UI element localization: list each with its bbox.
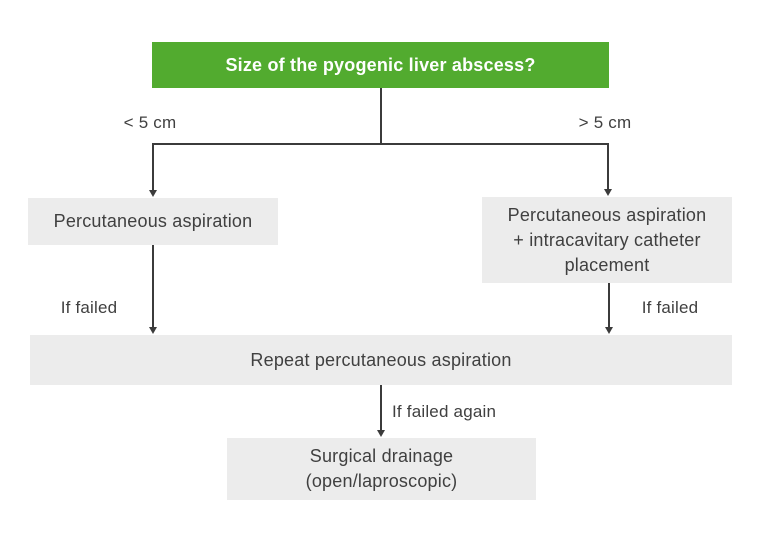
connector-branch-horizontal bbox=[152, 143, 608, 145]
node-repeat-aspiration: Repeat percutaneous aspiration bbox=[30, 335, 732, 385]
node-surgical-drainage: Surgical drainage (open/laproscopic) bbox=[227, 438, 536, 500]
node-percutaneous-aspiration: Percutaneous aspiration bbox=[28, 198, 278, 245]
arrowhead-down-icon bbox=[605, 327, 613, 334]
arrowhead-down-icon bbox=[377, 430, 385, 437]
edge-label-right-fail: If failed bbox=[641, 298, 699, 317]
connector-left-branch bbox=[152, 143, 154, 191]
connector-right-branch bbox=[607, 143, 609, 190]
connector-final-fail bbox=[380, 385, 382, 432]
root-question-label: Size of the pyogenic liver abscess? bbox=[225, 54, 536, 75]
edge-label-final-fail: If failed again bbox=[392, 402, 497, 421]
connector-right-fail bbox=[608, 283, 610, 329]
connector-left-fail bbox=[152, 245, 154, 329]
connector-root-stem bbox=[380, 88, 382, 144]
node-aspiration-catheter-placement-label: Percutaneous aspiration + intracavitary … bbox=[507, 204, 707, 275]
arrowhead-down-icon bbox=[604, 189, 612, 196]
edge-label-left-fail: If failed bbox=[60, 298, 118, 317]
arrowhead-down-icon bbox=[149, 190, 157, 197]
node-repeat-aspiration-label: Repeat percutaneous aspiration bbox=[250, 349, 512, 370]
root-question-node: Size of the pyogenic liver abscess? bbox=[152, 42, 609, 88]
edge-label-right-condition: > 5 cm bbox=[578, 113, 632, 132]
edge-label-left-condition: < 5 cm bbox=[123, 113, 177, 132]
node-aspiration-catheter-placement: Percutaneous aspiration + intracavitary … bbox=[482, 197, 732, 283]
arrowhead-down-icon bbox=[149, 327, 157, 334]
node-percutaneous-aspiration-label: Percutaneous aspiration bbox=[53, 211, 253, 231]
node-surgical-drainage-label: Surgical drainage (open/laproscopic) bbox=[305, 446, 458, 491]
